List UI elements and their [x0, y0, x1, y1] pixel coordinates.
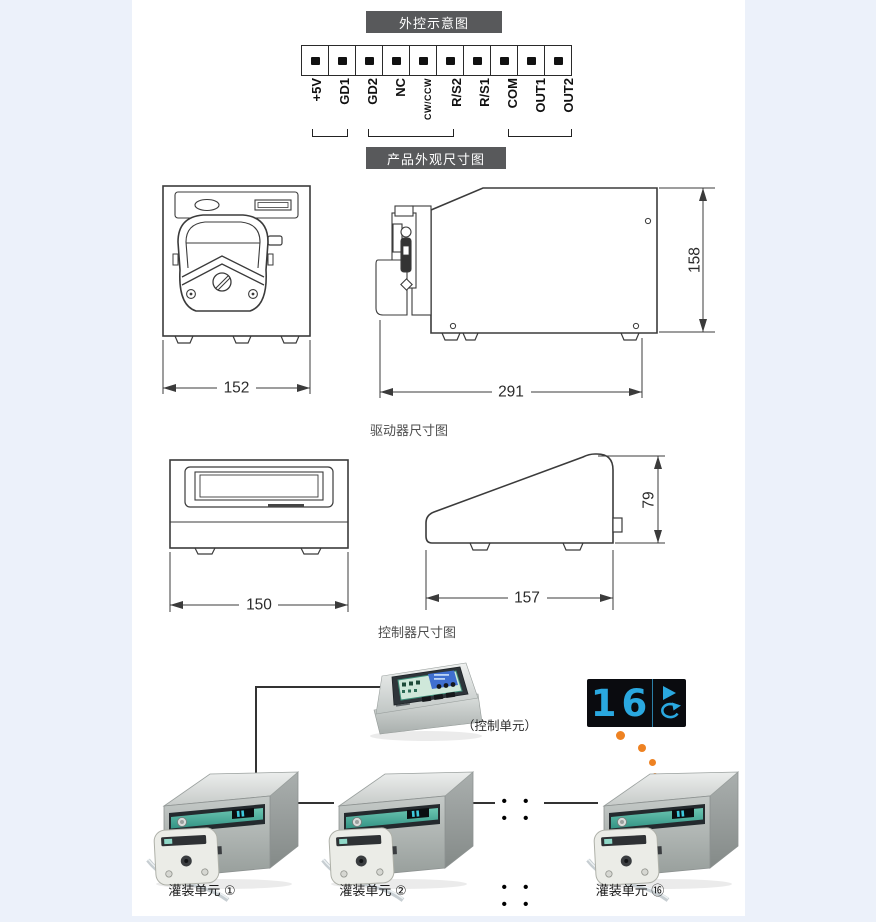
pin-group-bracket-control [368, 129, 454, 137]
filling-unit-2-label: 灌装单元 ② [339, 883, 407, 898]
controller-side-view-drawing: 157 79 [425, 453, 665, 610]
driver-front-view-drawing: 152 [162, 185, 311, 397]
terminal-cell [490, 45, 518, 76]
terminal-screw-icon [337, 56, 347, 65]
dimension-label-driver-height: 158 [687, 247, 704, 273]
terminal-pin-label: CW/CCW [423, 78, 433, 120]
terminal-cell [544, 45, 572, 76]
terminal-pin-label: COM [504, 78, 520, 109]
drip-dot [638, 744, 646, 752]
driver-side-height-dimension [659, 187, 715, 333]
connector-line-unit2-ellipsis [471, 802, 495, 804]
terminal-screw-icon [364, 56, 374, 65]
terminal-block [301, 45, 572, 76]
controller-caption: 控制器尺寸图 [378, 625, 457, 640]
ellipsis-dots-labels: • • • • [501, 879, 535, 913]
connector-line-ellipsis-unit16 [544, 802, 598, 804]
dimension-label-controller-width: 150 [246, 597, 272, 614]
terminal-cell [463, 45, 491, 76]
terminal-pin-label: GD1 [336, 78, 352, 105]
pin-group-bracket-output [508, 129, 572, 137]
driver-side-view-drawing: 291 158 [375, 187, 715, 401]
unit-number-display: 16 [587, 679, 686, 727]
dimension-label-controller-height: 79 [641, 491, 658, 508]
controller-front-view-drawing: 150 [169, 459, 349, 614]
terminal-pin-label: GD2 [364, 78, 380, 105]
filling-unit-16-label: 灌装单元 ⑯ [595, 883, 665, 898]
section-header-product-dimensions-label: 产品外观尺寸图 [386, 151, 485, 167]
terminal-pin-label: OUT1 [532, 78, 548, 113]
terminal-screw-icon [445, 56, 455, 65]
terminal-pin-label: OUT2 [560, 78, 576, 113]
unit-number-value: 16 [587, 679, 653, 727]
filling-unit-2-image [327, 756, 477, 890]
dimension-label-controller-length: 157 [514, 590, 540, 607]
connector-line-unit1-unit2 [296, 802, 334, 804]
control-unit-label: （控制单元） [462, 719, 538, 733]
terminal-cell [355, 45, 383, 76]
pin-group-bracket-power [312, 129, 348, 137]
terminal-screw-icon [418, 56, 428, 65]
terminal-pin-label: R/S1 [476, 78, 492, 107]
terminal-cell [382, 45, 410, 76]
terminal-pin-label: +5V [308, 78, 324, 102]
drip-dot [616, 731, 625, 740]
driver-caption: 驱动器尺寸图 [370, 423, 449, 438]
terminal-pin-label: NC [392, 78, 408, 97]
controller-side-height-dimension [598, 455, 665, 544]
terminal-cell [328, 45, 356, 76]
connector-line-unit1 [255, 686, 257, 776]
drip-dot [649, 759, 656, 766]
filling-unit-1-label: 灌装单元 ① [168, 883, 236, 898]
filling-unit-1-image [152, 756, 302, 890]
terminal-screw-icon [310, 56, 320, 65]
terminal-cell [436, 45, 464, 76]
section-header-external-control-label: 外控示意图 [398, 15, 469, 31]
connector-line-control-unit [255, 686, 410, 688]
filling-unit-16-image [592, 756, 742, 890]
terminal-screw-icon [472, 56, 482, 65]
terminal-cell [409, 45, 437, 76]
terminal-screw-icon [391, 56, 401, 65]
terminal-pin-label: R/S2 [448, 78, 464, 107]
control-unit-image [370, 662, 483, 741]
terminal-screw-icon [526, 56, 536, 65]
section-header-product-dimensions: 产品外观尺寸图 [366, 147, 506, 169]
dimension-label-driver-length: 291 [498, 384, 524, 401]
ellipsis-dots-wire: • • • • [501, 793, 535, 827]
dimension-label-driver-width: 152 [224, 380, 250, 397]
loop-arrow-icon [660, 702, 681, 719]
terminal-pin-labels: +5V GD1 GD2 NC CW/CCW R/S2 R/S1 COM OUT1… [302, 78, 582, 134]
terminal-cell [517, 45, 545, 76]
terminal-screw-icon [499, 56, 509, 65]
play-icon [663, 686, 676, 700]
terminal-screw-icon [553, 56, 563, 65]
terminal-cell [301, 45, 329, 76]
section-header-external-control: 外控示意图 [366, 11, 502, 33]
